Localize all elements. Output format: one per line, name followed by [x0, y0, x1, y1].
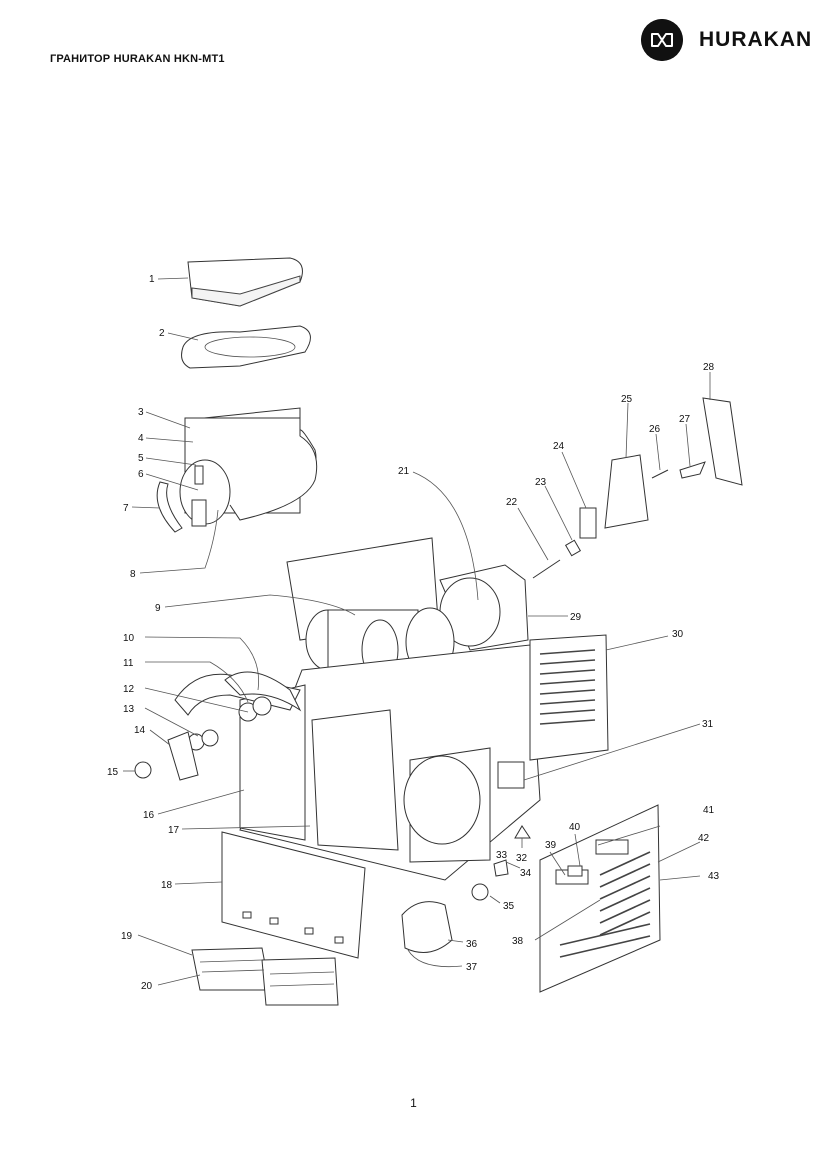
callout-34: 34	[520, 868, 532, 879]
callout-labels: 1 2 3 4 5 6 7 8 9 10 11 12 13 14 15 16 1…	[107, 274, 720, 992]
part-side-panel	[529, 634, 609, 761]
callout-12: 12	[123, 684, 135, 695]
callout-40: 40	[569, 822, 581, 833]
callout-28: 28	[703, 362, 715, 373]
callout-4: 4	[138, 433, 144, 444]
callout-30: 30	[672, 629, 684, 640]
callout-42: 42	[698, 833, 710, 844]
callout-33: 33	[496, 850, 508, 861]
callout-13: 13	[123, 704, 135, 715]
part-tap-assembly	[134, 671, 302, 781]
page-number: 1	[410, 1096, 417, 1110]
callout-41: 41	[703, 805, 715, 816]
callout-17: 17	[168, 825, 180, 836]
callout-31: 31	[702, 719, 714, 730]
callout-38: 38	[512, 936, 524, 947]
callout-7: 7	[123, 503, 129, 514]
callout-3: 3	[138, 407, 144, 418]
callout-25: 25	[621, 394, 633, 405]
part-lid	[187, 257, 303, 307]
callout-20: 20	[141, 981, 153, 992]
document-title: ГРАНИТОР HURAKAN HKN-MT1	[50, 53, 225, 65]
callout-24: 24	[553, 441, 565, 452]
callout-36: 36	[466, 939, 478, 950]
logo-wordmark: HURAKAN	[699, 28, 813, 51]
callout-1: 1	[149, 274, 155, 285]
callout-29: 29	[570, 612, 582, 623]
part-drip-trays	[191, 947, 339, 1006]
callout-10: 10	[123, 633, 135, 644]
callout-23: 23	[535, 477, 547, 488]
callout-2: 2	[159, 328, 165, 339]
part-frame	[239, 644, 541, 881]
callout-21: 21	[398, 466, 410, 477]
callout-6: 6	[138, 469, 144, 480]
callout-9: 9	[155, 603, 161, 614]
callout-19: 19	[121, 931, 133, 942]
callout-22: 22	[506, 497, 518, 508]
callout-43: 43	[708, 871, 720, 882]
callout-26: 26	[649, 424, 661, 435]
callout-18: 18	[161, 880, 173, 891]
callout-35: 35	[503, 901, 515, 912]
callout-14: 14	[134, 725, 146, 736]
leader-lines	[123, 277, 711, 986]
part-front-panel	[221, 831, 366, 959]
callout-39: 39	[545, 840, 557, 851]
part-bowl	[156, 407, 318, 533]
callout-5: 5	[138, 453, 144, 464]
callout-16: 16	[143, 810, 155, 821]
part-small-components	[401, 825, 531, 953]
callout-32: 32	[516, 853, 528, 864]
callout-11: 11	[123, 658, 134, 669]
brand-logo: HURAKAN	[641, 19, 811, 61]
part-rear-panel	[539, 804, 661, 993]
part-motor-parts	[532, 397, 743, 579]
callout-8: 8	[130, 569, 136, 580]
callout-15: 15	[107, 767, 119, 778]
logo-icon	[641, 19, 683, 61]
callout-27: 27	[679, 414, 691, 425]
callout-37: 37	[466, 962, 478, 973]
part-tray	[181, 325, 311, 369]
